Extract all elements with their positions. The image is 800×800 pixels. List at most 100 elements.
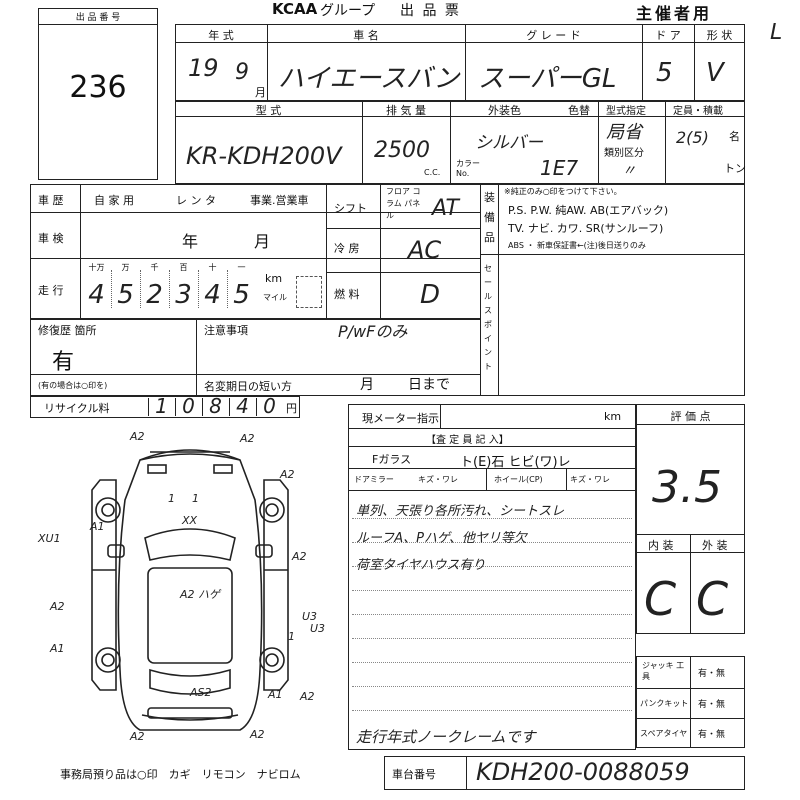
type-designation-value: 局省 xyxy=(606,122,642,143)
mileage-unit-label: 千 xyxy=(150,263,159,272)
history-private[interactable]: 自 家 用 xyxy=(94,194,134,207)
year-value: 19 xyxy=(188,54,219,82)
lot-number: 236 xyxy=(69,70,127,105)
history-label: 車 歴 xyxy=(38,194,64,207)
fuel-label: 燃 料 xyxy=(334,288,360,301)
repair-label: 修復歴 箇所 xyxy=(38,324,97,337)
mileage-digit: 2 xyxy=(146,280,163,310)
exterior-label: 外装色 xyxy=(488,104,521,117)
chassis-label: 車台番号 xyxy=(392,768,436,781)
tools-label: ジャッキ 工 具 xyxy=(642,661,685,681)
meter-unit: km xyxy=(604,410,622,423)
doors-value: 5 xyxy=(656,58,673,88)
exterior-value: シルバー xyxy=(475,133,543,153)
lot-label: 出 品 番 号 xyxy=(75,13,121,23)
mileage-unit-km: km xyxy=(265,272,283,285)
repair-note: (有の場合は○印を) xyxy=(38,381,108,390)
remark-4: 走行年式ノークレームです xyxy=(356,728,536,746)
equipment-note: ※純正のみ○印をつけて下さい。 xyxy=(504,187,622,196)
damage-mark: A2 xyxy=(279,468,295,481)
remark-3: 荷室タイヤハウス有り xyxy=(356,558,486,573)
mileage-unit-label: 百 xyxy=(179,263,188,272)
damage-mark: A1 xyxy=(49,642,65,655)
tools-value[interactable]: 有・無 xyxy=(698,669,726,679)
mileage-mile-box xyxy=(296,276,322,308)
evaluation-label: 評 価 点 xyxy=(670,410,711,423)
mileage-digit: 4 xyxy=(88,280,105,310)
equipment-label: 装 備 品 xyxy=(484,191,495,244)
name-label: 車 名 xyxy=(353,29,379,42)
wheel-value[interactable]: キズ・ワレ xyxy=(570,475,610,484)
month-unit: 月 xyxy=(255,86,266,99)
history-table xyxy=(30,184,745,396)
mileage-digit: 5 xyxy=(117,280,134,310)
expiry-day: 日まで xyxy=(408,377,450,393)
type-designation-label: 型式指定 xyxy=(606,106,646,117)
class-label: 類別区分 xyxy=(604,148,644,159)
class-value: 〃 xyxy=(622,163,636,179)
expiry-month: 月 xyxy=(360,377,374,393)
recycle-unit: 円 xyxy=(286,402,297,415)
glass-label: Fガラス xyxy=(372,453,412,466)
shape-label: 形 状 xyxy=(706,29,733,42)
equipment-line-2[interactable]: TV. ナビ. カワ. SR(サンルーフ) xyxy=(508,222,664,235)
damage-mark: A2 xyxy=(129,730,145,743)
chassis-box xyxy=(384,756,745,790)
mileage-unit-label: 十 xyxy=(208,263,217,272)
equipment-line-1[interactable]: P.S. P.W. 純AW. AB(エアバック) xyxy=(508,204,669,217)
mileage-digit: 5 xyxy=(233,280,250,310)
displacement-value: 2500 xyxy=(374,138,430,163)
inspector-label: 【査 定 員 記 入】 xyxy=(426,435,509,446)
vehicle-table xyxy=(175,24,745,184)
damage-mark: 1 xyxy=(192,492,199,505)
color-no-value: 1E7 xyxy=(540,156,579,180)
interior-value: C xyxy=(644,572,677,626)
evaluation-score: 3.5 xyxy=(652,462,722,513)
damage-mark: A2 xyxy=(239,432,255,445)
corner-mark: ᒪ xyxy=(770,20,783,45)
capacity-unit-ton: トン xyxy=(724,162,746,175)
shape-value: V xyxy=(706,58,724,88)
header-brand: KCAA xyxy=(272,0,318,18)
glass-value[interactable]: ト(E)石 ヒビ(ワ)レ xyxy=(460,455,571,470)
sales-point-label: セールスポイント xyxy=(484,264,492,371)
capacity-value: 2(5) xyxy=(676,128,709,147)
mirror-value[interactable]: キズ・ワレ xyxy=(418,475,458,484)
model-label: 型 式 xyxy=(255,104,282,117)
inspection-label: 車 検 xyxy=(38,232,64,245)
equipment-line-3[interactable]: ABS ・ 新車保証書←(注)後日送りのみ xyxy=(508,241,646,250)
exterior-label-eval: 外 装 xyxy=(702,539,728,552)
color-no-label: カラー No. xyxy=(456,159,480,178)
grade-label: グ レ ー ド xyxy=(526,29,581,42)
history-business[interactable]: 事業.営業車 xyxy=(250,194,309,207)
caution-label: 注意事項 xyxy=(204,324,248,337)
displacement-unit: C.C. xyxy=(424,168,441,177)
spare-label: スペアタイヤ xyxy=(640,729,688,738)
shift-options: フロア コラム パネル xyxy=(386,187,421,220)
damage-mark: XU1 xyxy=(37,532,61,545)
damage-mark: A1 xyxy=(267,688,283,701)
remark-1: 単列、天張り各所汚れ、シートスレ xyxy=(356,504,565,519)
model-value: KR-KDH200V xyxy=(186,142,342,170)
sheet-title: 出 品 票 xyxy=(400,3,461,19)
shift-label: シフト xyxy=(334,202,367,215)
ac-value: AC xyxy=(408,236,442,264)
history-rental[interactable]: レ ン タ xyxy=(176,194,216,207)
grade-value: スーパーGL xyxy=(478,64,617,94)
shift-value: AT xyxy=(432,196,459,221)
capacity-unit-person: 名 xyxy=(729,130,740,143)
fuel-value: D xyxy=(420,280,441,310)
color-change-label: 色替 xyxy=(568,104,590,117)
doors-label: ド ア xyxy=(655,29,681,42)
caution-value: P/wFのみ xyxy=(338,322,408,341)
inspection-month: 月 xyxy=(254,232,271,251)
meter-label: 現メーター指示 xyxy=(362,412,439,425)
damage-mark: A2 xyxy=(129,430,145,443)
spare-value[interactable]: 有・無 xyxy=(698,730,726,740)
mileage-unit-label: 万 xyxy=(121,263,130,272)
name-value: ハイエースバン xyxy=(278,64,460,94)
puncture-value[interactable]: 有・無 xyxy=(698,700,726,710)
recycle-digit: 0 xyxy=(182,394,195,418)
mirror-label: ドアミラー xyxy=(354,475,394,484)
diagram-footer: 事務局預り品は○印 カギ リモコン ナビロム xyxy=(60,768,301,781)
